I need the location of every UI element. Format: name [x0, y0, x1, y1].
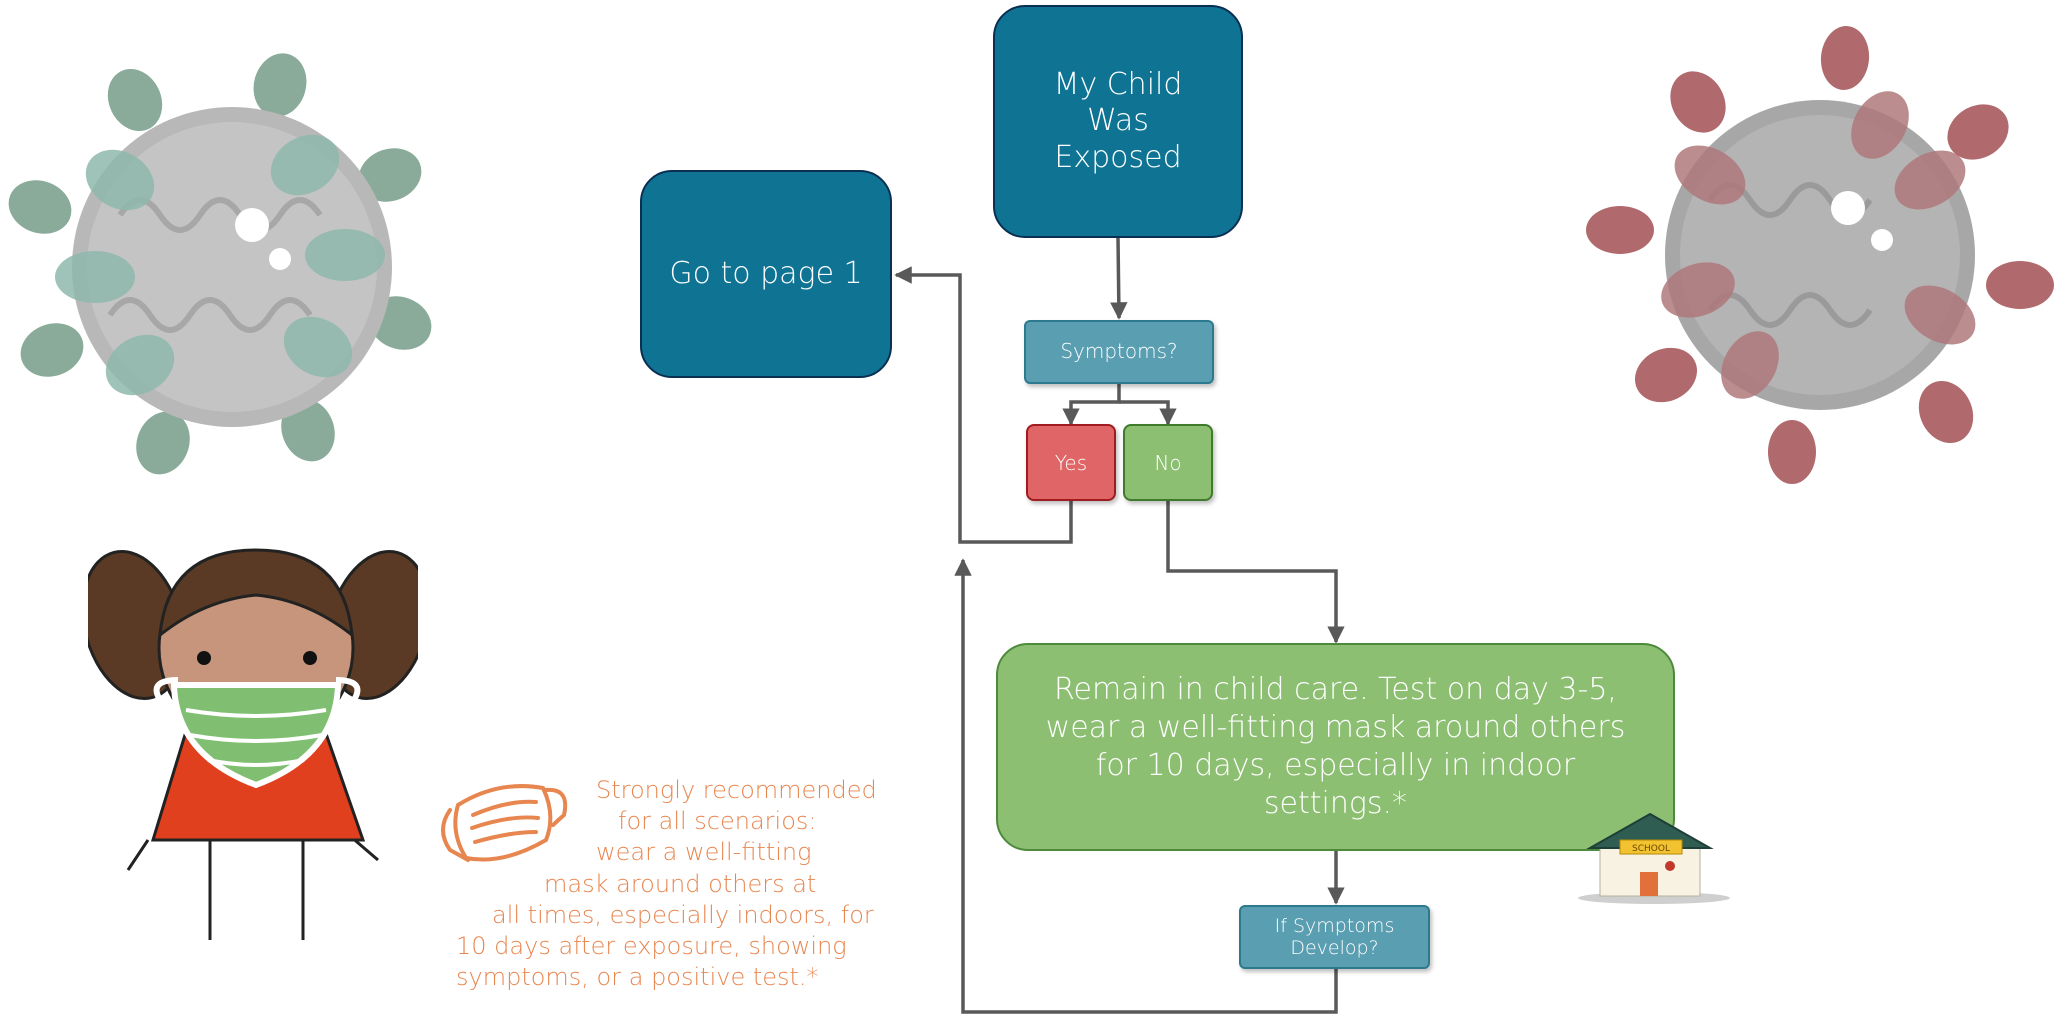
note-line: 10 days after exposure, showing — [456, 931, 847, 960]
school-building-icon: SCHOOL — [1578, 812, 1730, 904]
arrow-symptoms-to-no — [1119, 400, 1177, 426]
arrow-symptoms-to-yes — [1062, 384, 1121, 426]
start-box: My Child Was Exposed — [993, 5, 1243, 238]
symptoms-question-box: Symptoms? — [1024, 320, 1214, 384]
remain-in-care-box: Remain in child care. Test on day 3-5, w… — [996, 643, 1675, 851]
goto-page-box[interactable]: Go to page 1 — [640, 170, 892, 378]
start-box-label: My Child Was Exposed — [1053, 66, 1183, 175]
yes-label: Yes — [1054, 450, 1088, 475]
goto-page-label: Go to page 1 — [669, 255, 863, 291]
yes-box: Yes — [1026, 424, 1116, 501]
note-line: symptoms, or a positive test.* — [456, 963, 819, 992]
develop-question-label: If Symptoms Develop? — [1274, 914, 1395, 959]
no-box: No — [1123, 424, 1213, 501]
note-line: mask around others at — [544, 869, 817, 898]
remain-in-care-label: Remain in child care. Test on day 3-5, w… — [1045, 671, 1626, 822]
virus-red-icon — [1586, 26, 2054, 484]
child-with-mask-icon — [88, 548, 418, 940]
note-line: Strongly recommended — [596, 776, 877, 804]
note-line: wear a well-fitting — [596, 838, 812, 867]
symptoms-question-label: Symptoms? — [1060, 339, 1178, 364]
develop-question-box: If Symptoms Develop? — [1239, 905, 1430, 969]
arrow-develop-loop — [954, 558, 1338, 1014]
note-line: all times, especially indoors, for — [492, 900, 874, 929]
arrow-yes-to-goto — [894, 266, 1073, 544]
virus-green-icon — [8, 53, 432, 475]
face-mask-icon — [441, 784, 568, 862]
note-line: for all scenarios: — [618, 807, 817, 836]
school-sign-text: SCHOOL — [1632, 844, 1670, 854]
arrow-start-to-symptoms — [1110, 237, 1128, 320]
recommendation-note: Strongly recommended for all scenarios: … — [436, 775, 922, 993]
arrow-no-to-remain — [1166, 501, 1345, 644]
no-label: No — [1154, 450, 1182, 475]
